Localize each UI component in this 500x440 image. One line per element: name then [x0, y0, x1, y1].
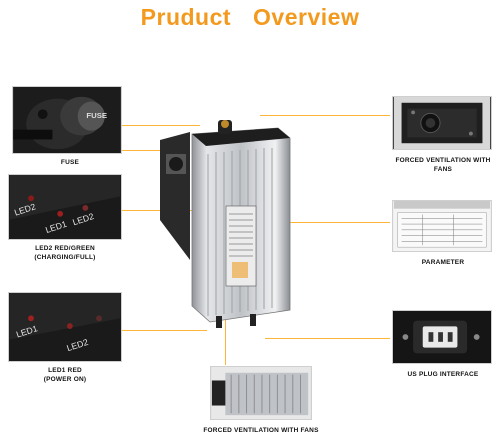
product-image: [150, 110, 310, 328]
charger-body-illustration: [160, 120, 291, 328]
led1-photo: LED1 LED2: [8, 292, 122, 362]
us-plug-photo: [392, 310, 492, 364]
fans-top-caption-text: FORCED VENTILATION WITH FANS: [395, 157, 491, 173]
title-word-1: Pruduct: [140, 4, 232, 30]
leader-line: [225, 315, 226, 365]
fuse-image: FUSE: [13, 87, 121, 153]
fans-bottom-photo: [210, 366, 312, 420]
fans-top-caption: FORCED VENTILATION WITH FANS: [388, 156, 498, 174]
fans-bottom-caption-text: FORCED VENTILATION WITH FANS: [203, 427, 319, 434]
led2-caption-title: LED2 RED/GREEN: [35, 245, 95, 252]
fans-bottom-caption: FORCED VENTILATION WITH FANS: [196, 426, 326, 435]
led2-image: LED2 LED1 LED2: [9, 175, 121, 239]
fuse-caption-text: FUSE: [60, 159, 80, 166]
leader-line: [122, 150, 170, 151]
fuse-caption: FUSE: [30, 158, 110, 167]
leader-line: [120, 125, 200, 126]
led1-caption-sub: (POWER ON): [43, 376, 87, 383]
leader-line: [265, 338, 390, 339]
leader-line: [290, 222, 390, 223]
led2-caption: LED2 RED/GREEN (CHARGING/FULL): [18, 244, 112, 262]
parameter-image: [393, 201, 491, 251]
led1-caption-title: LED1 RED: [48, 367, 82, 374]
led2-caption-sub: (CHARGING/FULL): [34, 254, 96, 261]
led2-photo: LED2 LED1 LED2: [8, 174, 122, 240]
title-word-2: Overview: [253, 4, 360, 30]
fuse-cap-label: FUSE: [86, 111, 107, 120]
us-plug-caption: US PLUG INTERFACE: [388, 370, 498, 379]
leader-line: [122, 330, 207, 331]
led1-image: LED1 LED2: [9, 293, 121, 361]
us-plug-caption-text: US PLUG INTERFACE: [407, 371, 479, 378]
leader-line: [260, 115, 390, 116]
fuse-photo: FUSE: [12, 86, 122, 154]
led1-caption: LED1 RED (POWER ON): [18, 366, 112, 384]
fans-top-image: [393, 97, 491, 149]
us-plug-image: [393, 311, 491, 363]
fans-bottom-image: [211, 367, 311, 419]
fans-top-photo: [392, 96, 492, 150]
parameter-caption-text: PARAMETER: [421, 259, 465, 266]
parameter-caption: PARAMETER: [388, 258, 498, 267]
leader-line: [122, 210, 192, 211]
page-title: Pruduct Overview: [0, 4, 500, 32]
parameter-photo: [392, 200, 492, 252]
